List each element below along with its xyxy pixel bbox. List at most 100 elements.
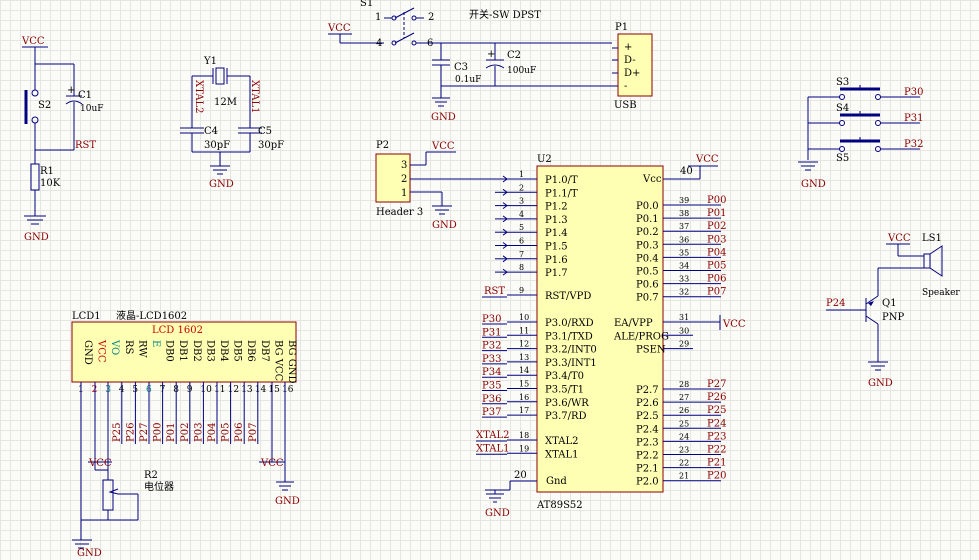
r1-label: R1 bbox=[40, 166, 54, 177]
lcd-pin-name: DB1 bbox=[177, 340, 188, 362]
p3-net-label: P35 bbox=[482, 381, 501, 392]
gnd-label: GND bbox=[24, 232, 49, 243]
net-label: P06 bbox=[707, 274, 726, 285]
c1-plus: + bbox=[67, 85, 75, 96]
lcd-pin-number: 10 bbox=[200, 385, 212, 395]
net-label: P03 bbox=[707, 234, 726, 245]
mcu-pin-number: 7 bbox=[519, 250, 524, 259]
mcu-pin-name: PSEN bbox=[636, 345, 666, 356]
mcu-pin-number: 27 bbox=[679, 393, 689, 402]
lcd-pin-name: RS bbox=[123, 340, 134, 355]
mcu-pin-number: 4 bbox=[519, 210, 524, 219]
vcc-label: VCC bbox=[327, 23, 351, 34]
c1-value: 10uF bbox=[80, 104, 104, 114]
gnd-label: GND bbox=[801, 179, 826, 190]
pin-arrow bbox=[502, 255, 508, 263]
lcd-net-label: P27 bbox=[139, 423, 150, 442]
net-label: P23 bbox=[707, 431, 726, 442]
lcd-net-label: P02 bbox=[180, 423, 191, 442]
u2-label: U2 bbox=[537, 154, 552, 165]
lcd-net-label: P07 bbox=[248, 423, 259, 442]
pin-arrow bbox=[502, 242, 508, 249]
lcd-1602: LCD1 液晶-LCD1602 LCD 1602 GND1VCC2VO3RS4P… bbox=[71, 309, 300, 559]
net-label: P22 bbox=[707, 445, 726, 456]
lcd-pin-name: DB5 bbox=[232, 340, 243, 362]
mcu-pin-number: 6 bbox=[519, 237, 524, 246]
mcu-pin-name: P0.3 bbox=[636, 240, 659, 251]
vcc-label: VCC bbox=[431, 141, 455, 152]
mcu-pin-number: 35 bbox=[679, 248, 689, 257]
ls1-label: LS1 bbox=[922, 233, 942, 244]
net-label: P21 bbox=[707, 458, 726, 469]
net-label: P20 bbox=[707, 471, 726, 482]
mcu-pin-number: 10 bbox=[519, 313, 529, 322]
mcu-pin-number: 12 bbox=[519, 340, 529, 349]
mcu-pin-number: 28 bbox=[679, 380, 689, 389]
button-contact bbox=[839, 94, 845, 100]
mcu-pin-number: 39 bbox=[679, 196, 689, 205]
usb-pin-4: - bbox=[624, 81, 627, 92]
vcc-label: VCC bbox=[695, 154, 719, 165]
lcd-net-label: P26 bbox=[125, 423, 136, 442]
mcu-pin-number: 32 bbox=[679, 288, 689, 297]
pin-arrow bbox=[502, 188, 508, 196]
gnd-label: GND bbox=[431, 112, 456, 123]
usb-pin-1: + bbox=[624, 42, 632, 53]
lcd-net-label: P00 bbox=[153, 423, 164, 442]
mcu-at89s52: U2 AT89S52 Vcc 40 Gnd 20 VCC GND VCC P1.… bbox=[476, 154, 746, 519]
p3-net-label: P32 bbox=[482, 341, 501, 352]
c2-plus: + bbox=[487, 49, 495, 60]
y1-label: Y1 bbox=[203, 56, 217, 67]
mcu-pin-number: 5 bbox=[519, 223, 524, 232]
vcc-label: VCC bbox=[722, 319, 746, 330]
mcu-pin-number: 16 bbox=[519, 393, 529, 402]
mcu-pin-number: 24 bbox=[679, 432, 689, 441]
pin-arrow bbox=[502, 202, 508, 209]
usb-connector bbox=[617, 33, 653, 97]
c3-value: 0.1uF bbox=[455, 75, 481, 85]
lcd-net-label: P01 bbox=[166, 423, 177, 442]
usb-pin-3: D+ bbox=[624, 68, 640, 79]
speaker-icon bbox=[923, 253, 931, 269]
mcu-pin-name: P3.7/RD bbox=[545, 411, 587, 422]
lcd-pin-name: E bbox=[150, 340, 161, 347]
r2-label: R2 bbox=[144, 470, 158, 481]
mcu-pin-name: P0.5 bbox=[636, 267, 659, 278]
mcu-pin-number: 2 bbox=[519, 183, 524, 192]
mcu-pin-number: 25 bbox=[679, 419, 689, 428]
mcu-pin-number: 38 bbox=[679, 209, 689, 218]
power-input: VCC S1 1 2 4 6 开关-SW DPST C3 0.1uF + C2 … bbox=[327, 0, 653, 123]
mcu-pin-name: P0.0 bbox=[636, 201, 659, 212]
button-contact bbox=[875, 146, 881, 152]
mcu-pin-name: P2.7 bbox=[636, 385, 659, 396]
u2-part: AT89S52 bbox=[536, 500, 583, 511]
mcu-pin-number: 8 bbox=[519, 263, 524, 272]
net-label: P01 bbox=[707, 208, 726, 219]
p3-net-label: P30 bbox=[482, 314, 501, 325]
mcu-pin-number: 26 bbox=[679, 406, 689, 415]
c3-label: C3 bbox=[454, 62, 468, 73]
vcc-pin-num: 40 bbox=[680, 166, 693, 177]
mcu-pin-number: 34 bbox=[679, 262, 689, 271]
mcu-pin-name: P1.0/T bbox=[545, 175, 578, 186]
mcu-pin-number: 22 bbox=[679, 459, 689, 468]
vcc-pin-label: Vcc bbox=[642, 174, 662, 185]
vcc-label: VCC bbox=[260, 458, 284, 469]
q1-desc: PNP bbox=[882, 312, 904, 323]
mcu-pin-number: 18 bbox=[519, 431, 529, 440]
lcd-pin-name: DB6 bbox=[245, 340, 256, 362]
lcd-net-label: P03 bbox=[193, 423, 204, 442]
lcd-pin-name: BG VCC bbox=[272, 340, 283, 382]
button-net-label: P32 bbox=[904, 139, 923, 150]
p2-pin-2: 2 bbox=[401, 174, 407, 185]
net-label: P26 bbox=[707, 392, 726, 403]
mcu-pin-number: 17 bbox=[519, 406, 529, 415]
mcu-pin-name: P0.4 bbox=[636, 253, 659, 264]
mcu-pin-name: P1.7 bbox=[545, 268, 568, 279]
mcu-pin-number: 3 bbox=[519, 197, 524, 206]
s1-desc: 开关-SW DPST bbox=[469, 8, 541, 21]
mcu-pin-name: P1.3 bbox=[545, 215, 568, 226]
mcu-pin-name: P2.6 bbox=[636, 398, 659, 409]
lcd-pin-number: 11 bbox=[214, 385, 225, 395]
